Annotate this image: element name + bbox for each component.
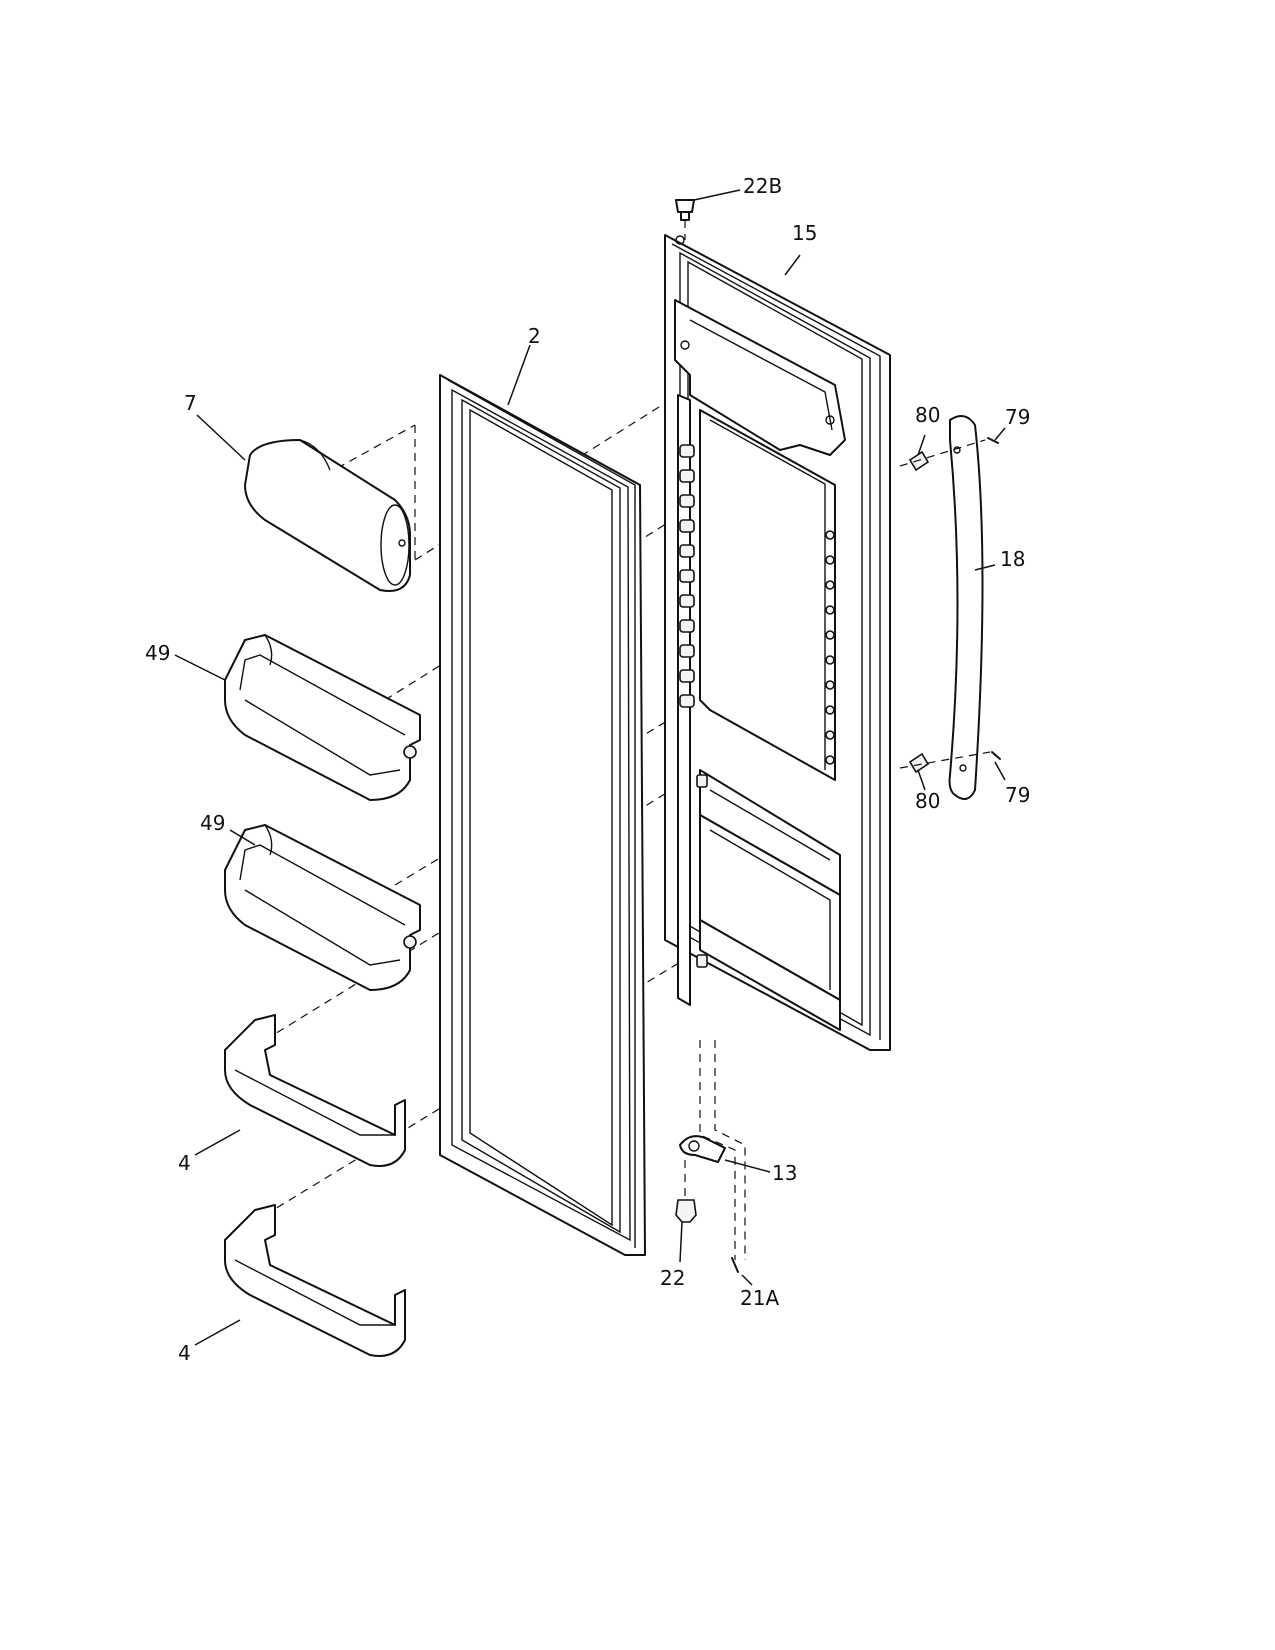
hinge-bushing-part-22b (675, 199, 695, 221)
callout-49-lower: 49 (200, 811, 225, 835)
leader-lines (174, 189, 1006, 1346)
shelf-support-row-right (825, 530, 835, 765)
callout-22b: 22B (743, 174, 782, 198)
dairy-cover-part-7 (244, 439, 411, 592)
door-handle-part-18 (948, 415, 984, 800)
door-bin-part-49-upper (224, 634, 421, 801)
callout-7: 7 (184, 391, 197, 415)
callout-4-lower: 4 (178, 1341, 191, 1365)
callout-13: 13 (772, 1161, 797, 1185)
handle-screw-part-79-lower (991, 751, 1001, 760)
callout-22: 22 (660, 1266, 685, 1290)
shelf-support-row (679, 444, 695, 708)
callout-21a: 21A (740, 1286, 779, 1310)
callout-80-lower: 80 (915, 789, 940, 813)
hinge-bushing-part-22 (675, 1199, 697, 1223)
handle-mount-screw-part-80-lower (908, 752, 930, 774)
callout-49-upper: 49 (145, 641, 170, 665)
handle-screw-part-79-upper (987, 437, 999, 444)
callout-2: 2 (528, 324, 541, 348)
callout-4-upper: 4 (178, 1151, 191, 1175)
callout-80-upper: 80 (915, 403, 940, 427)
door-gasket-part-2 (439, 374, 646, 1256)
callout-15: 15 (792, 221, 817, 245)
screw-part-21a (731, 1257, 739, 1273)
handle-mount-screw-part-80-upper (908, 450, 930, 472)
door-shelf-part-4-lower (224, 1204, 406, 1357)
callout-79-upper: 79 (1005, 405, 1030, 429)
door-bin-part-49-lower (224, 824, 421, 991)
hinge-plate-part-13 (679, 1135, 726, 1163)
callout-79-lower: 79 (1005, 783, 1030, 807)
door-liner-part-15 (664, 234, 891, 1051)
door-shelf-part-4-upper (224, 1014, 406, 1167)
callout-labels: 22B 15 2 7 80 79 18 49 80 79 49 13 4 22 … (145, 174, 1030, 1365)
callout-18: 18 (1000, 547, 1025, 571)
